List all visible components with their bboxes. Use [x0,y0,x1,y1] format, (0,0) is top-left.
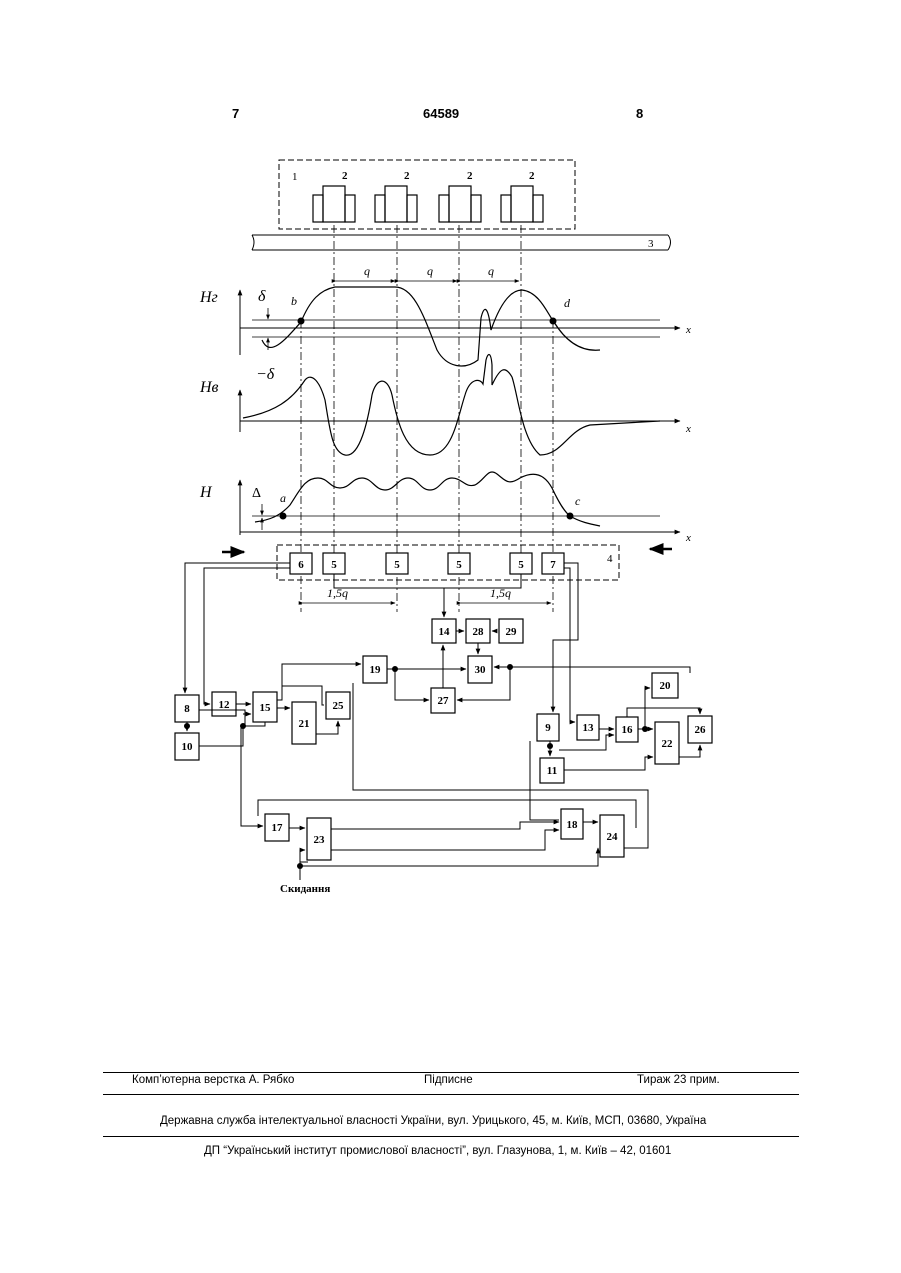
label-big-delta: Δ [252,486,261,501]
label-sensor-2d: 2 [529,170,535,182]
block-20: 20 [660,680,672,692]
scanner-cell-5c: 5 [456,559,462,571]
scanner-cell-5a: 5 [331,559,337,571]
sensor-2-d [501,186,543,222]
sensor-2-c [439,186,481,222]
footer-rule-3 [103,1136,799,1137]
sensor-2-a [313,186,355,222]
graph-h [240,472,680,535]
label-point-b: b [291,294,297,308]
block-12: 12 [219,699,231,711]
sensor-2-b [375,186,417,222]
label-hr: Hг [199,289,218,306]
block-30: 30 [475,664,487,676]
label-h: H [199,484,213,501]
block-10: 10 [182,741,194,753]
graph-hr [240,287,680,366]
label-hv: Hв [199,379,219,396]
sensor-group [313,186,543,222]
label-q-2: q [427,264,433,278]
block-9: 9 [545,722,551,734]
label-point-d: d [564,296,571,310]
footer-circulation: Тираж 23 прим. [637,1074,720,1086]
block-26: 26 [695,724,707,736]
footer-rule-2 [103,1094,799,1095]
scanner-cell-6: 6 [298,559,304,571]
block-25: 25 [333,700,345,712]
block-18: 18 [567,819,579,831]
block-16: 16 [622,724,634,736]
footer-institute: ДП “Український інститут промислової вла… [204,1145,671,1157]
label-neg-delta: −δ [256,366,275,383]
block-8: 8 [184,703,190,715]
scanner-cell-5d: 5 [518,559,524,571]
block-15: 15 [260,702,272,714]
label-scanner-4: 4 [607,553,613,565]
label-point-a: a [280,491,286,505]
footer-layout-credit: Комп’ютерна верстка А. Рябко [132,1074,294,1086]
block-23: 23 [314,834,326,846]
rail-3 [252,235,671,250]
label-axis-x-2: x [685,423,691,435]
block-24: 24 [607,831,619,843]
scanner-cell-5b: 5 [394,559,400,571]
footer-rule-1 [103,1072,799,1073]
label-reset: Скидання [280,883,330,895]
label-axis-x-3: x [685,532,691,544]
block-11: 11 [547,765,557,777]
block-14: 14 [439,626,451,638]
block-19: 19 [370,664,382,676]
label-sensor-2c: 2 [467,170,473,182]
label-q-1: q [364,264,370,278]
block-28: 28 [473,626,485,638]
block-22: 22 [662,738,674,750]
label-axis-x-1: x [685,324,691,336]
label-rail-3: 3 [648,238,654,250]
label-delta-small: δ [258,288,266,305]
scanner-cell-7: 7 [550,559,556,571]
block-27: 27 [438,695,450,707]
label-q-3: q [488,264,494,278]
block-29: 29 [506,626,518,638]
label-point-c: c [575,494,581,508]
label-sensor-2b: 2 [404,170,410,182]
footer-signed: Підписне [424,1074,473,1086]
label-sensor-2a: 2 [342,170,348,182]
block-17: 17 [272,822,284,834]
block-13: 13 [583,722,595,734]
label-unit-1: 1 [292,171,298,183]
block-21: 21 [299,718,310,730]
footer-office: Державна служба інтелектуальної власност… [160,1115,706,1127]
graph-hv [240,355,680,456]
